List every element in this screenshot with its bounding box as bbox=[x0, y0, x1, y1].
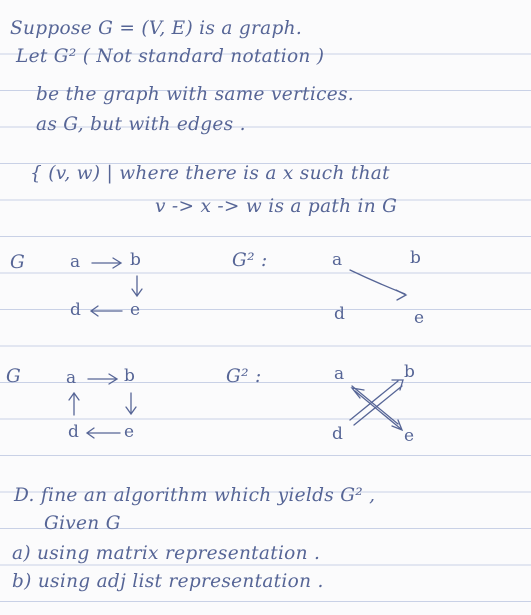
ex2-edge-a-b bbox=[87, 373, 119, 385]
task-line-2: Given G bbox=[44, 513, 121, 534]
ex2-g2-edge-a-e bbox=[351, 385, 404, 432]
ex2-edge-b-e bbox=[125, 392, 137, 416]
ex1-edge-a-b bbox=[91, 257, 123, 269]
example1-g2-node-a: a bbox=[332, 250, 343, 270]
example2-g2-node-d: d bbox=[332, 424, 344, 444]
intro-line-2: Let G² ( Not standard notation ) bbox=[16, 46, 325, 67]
ex1-edge-b-e bbox=[131, 275, 143, 298]
example1-node-b: b bbox=[130, 250, 142, 270]
set-definition-line-1: { (v, w) | where there is a x such that bbox=[30, 163, 390, 184]
example1-g2-node-d: d bbox=[334, 304, 346, 324]
example2-node-e: e bbox=[124, 422, 135, 442]
example1-g2-node-e: e bbox=[414, 308, 425, 328]
example1-g2-label: G² : bbox=[232, 250, 268, 271]
ex1-g2-edge-a-e bbox=[349, 269, 408, 301]
example1-node-a: a bbox=[70, 252, 81, 272]
example2-g2-node-a: a bbox=[334, 364, 345, 384]
example1-g2-node-b: b bbox=[410, 248, 422, 268]
ex2-g2-arrow-into-a bbox=[350, 387, 365, 399]
ex2-g2-edge-d-b bbox=[349, 379, 404, 426]
example2-g2-node-e: e bbox=[404, 426, 415, 446]
example1-g-label: G bbox=[10, 252, 26, 273]
example2-node-b: b bbox=[124, 366, 136, 386]
example2-g2-label: G² : bbox=[226, 366, 262, 387]
example1-node-d: d bbox=[70, 300, 82, 320]
example1-node-e: e bbox=[130, 300, 141, 320]
intro-line-3: be the graph with same vertices. bbox=[36, 84, 354, 105]
example2-g-label: G bbox=[6, 366, 22, 387]
intro-line-4: as G, but with edges . bbox=[36, 114, 246, 135]
ex2-edge-e-d bbox=[85, 427, 121, 439]
ex2-edge-d-a bbox=[68, 391, 80, 416]
task-item-b: b) using adj list representation . bbox=[12, 571, 324, 592]
example2-g2-node-b: b bbox=[404, 362, 416, 382]
task-line-1: D. fine an algorithm which yields G² , bbox=[14, 485, 376, 506]
example2-node-a: a bbox=[66, 368, 77, 388]
intro-line-1: Suppose G = (V, E) is a graph. bbox=[10, 18, 303, 39]
set-definition-line-2: v -> x -> w is a path in G bbox=[155, 196, 398, 217]
example2-node-d: d bbox=[68, 422, 80, 442]
task-item-a: a) using matrix representation . bbox=[12, 543, 321, 564]
ex1-edge-e-d bbox=[89, 305, 123, 317]
